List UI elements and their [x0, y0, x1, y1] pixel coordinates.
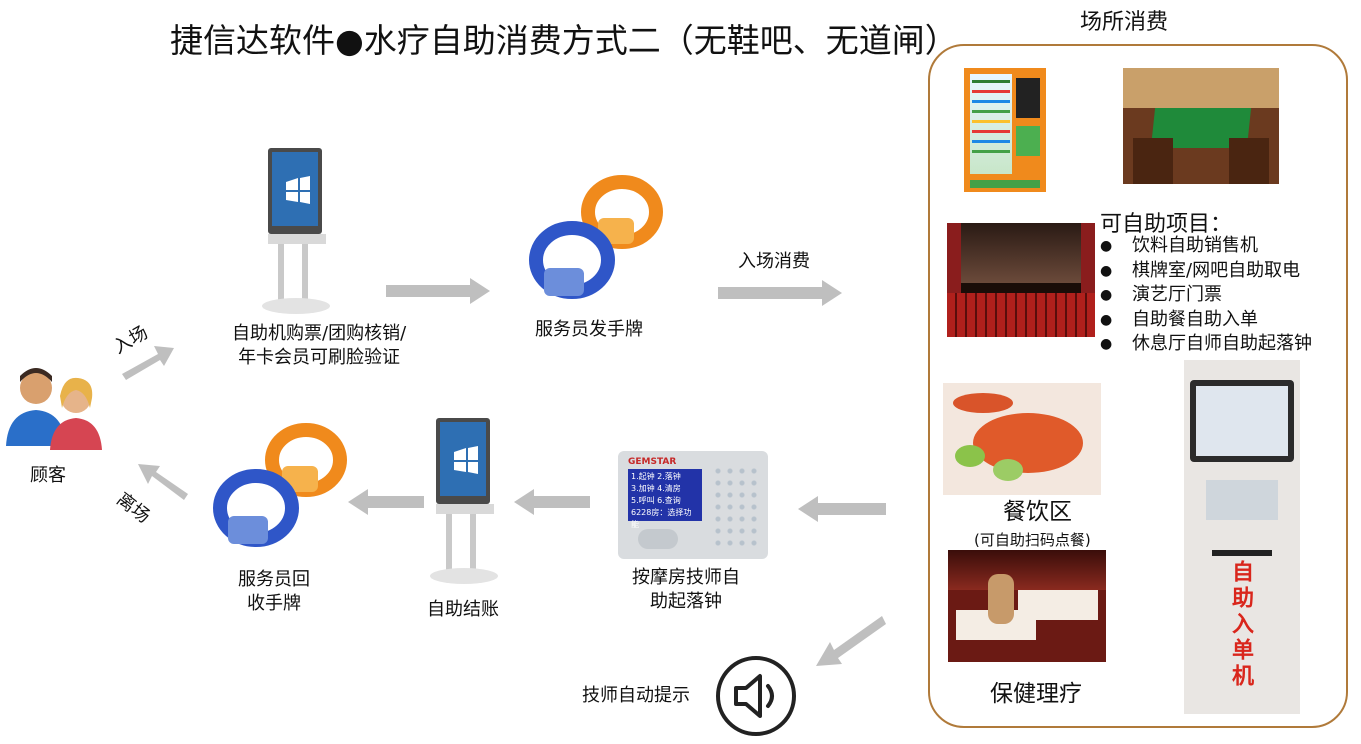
tech-notice-label: 技师自动提示: [582, 685, 690, 706]
staff-collect-label: 服务员回 收手牌: [238, 569, 310, 614]
enter-arrow: [122, 346, 174, 380]
clock-terminal-image: GEMSTAR 1.起钟 2.落钟 3.加钟 4.清房 5.呼叫 6.查询 62…: [618, 451, 768, 559]
vending-machine-image: [964, 68, 1046, 192]
flow-arrow: [348, 489, 424, 515]
venue-box: [928, 44, 1348, 728]
self-service-title: 可自助项目：: [1100, 212, 1233, 237]
list-item: 自助餐自助入单: [1100, 308, 1312, 333]
massage-clock-label: 按摩房技师自 助起落钟: [632, 567, 740, 612]
mahjong-room-image: [1123, 68, 1279, 184]
theater-image: [947, 223, 1095, 337]
device-brand: GEMSTAR: [628, 457, 677, 467]
dining-image: [943, 383, 1101, 495]
massage-image: [948, 550, 1106, 662]
flow-arrow: [514, 489, 590, 515]
entry-consume-label: 入场消费: [738, 251, 810, 272]
flow-arrow: [386, 278, 490, 304]
customer-label: 顾客: [30, 465, 66, 486]
list-item: 休息厅自师自助起落钟: [1100, 332, 1312, 357]
flow-arrow: [816, 616, 886, 666]
speaker-icon: [716, 656, 796, 736]
dining-label: 餐饮区: [1003, 499, 1072, 525]
self-checkout-label: 自助结账: [427, 599, 499, 620]
ticket-kiosk-icon: [262, 148, 330, 314]
staff-issue-label: 服务员发手牌: [535, 319, 643, 340]
device-screen-line: 6228房：选择功能: [631, 508, 692, 529]
health-label: 保健理疗: [990, 681, 1082, 707]
flow-arrow: [718, 280, 842, 306]
device-screen-line: 1.起钟 2.落钟: [631, 472, 681, 481]
venue-label: 场所消费: [1080, 10, 1169, 35]
page-title: 捷信达软件●水疗自助消费方式二（无鞋吧、无道闸）: [170, 21, 958, 60]
list-item: 棋牌室/网吧自助取电: [1100, 259, 1312, 284]
dining-sublabel: (可自助扫码点餐): [974, 531, 1091, 549]
flow-arrow: [798, 496, 886, 522]
device-screen-line: 3.加钟 4.清房: [631, 484, 681, 493]
self-order-kiosk-image: 自助入单机: [1184, 360, 1300, 714]
list-item: 演艺厅门票: [1100, 283, 1312, 308]
wristband-icon: [529, 175, 663, 299]
self-service-list: 饮料自助销售机 棋牌室/网吧自助取电 演艺厅门票 自助餐自助入单 休息厅自师自助…: [1070, 234, 1312, 357]
device-screen-line: 5.呼叫 6.查询: [631, 496, 681, 505]
list-item: 饮料自助销售机: [1100, 234, 1312, 259]
leave-arrow: [138, 464, 188, 500]
customer-icon: [6, 368, 102, 450]
kiosk-buy-label: 自助机购票/团购核销/ 年卡会员可刷脸验证: [232, 323, 407, 368]
wristband-icon: [213, 423, 347, 547]
kiosk-text: 自助入单机: [1228, 560, 1253, 690]
checkout-kiosk-icon: [430, 418, 498, 584]
